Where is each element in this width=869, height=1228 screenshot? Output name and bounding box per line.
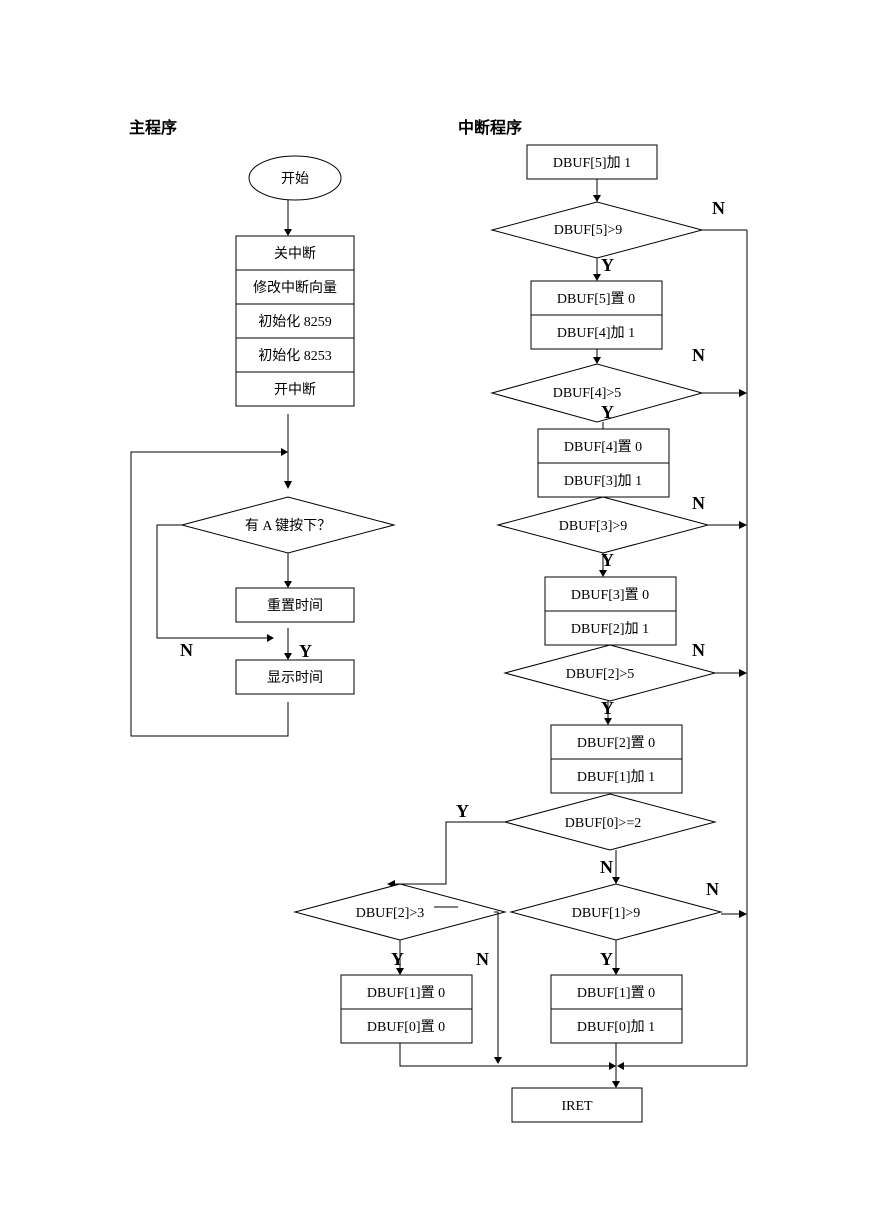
d2b-label: DBUF[2]>3 [356, 906, 425, 921]
no-label: N [692, 345, 705, 365]
d1-decision [509, 883, 723, 941]
key-pressed-decision [180, 496, 396, 554]
set2-box [550, 724, 683, 760]
yes-label: Y [299, 641, 312, 661]
arrow-head [281, 448, 288, 456]
setL1-label: DBUF[1]置 0 [367, 985, 445, 1001]
step-label: 修改中断向量 [253, 280, 337, 296]
inc2-box [544, 610, 677, 646]
setR1-label: DBUF[1]置 0 [577, 985, 655, 1001]
d5-label: DBUF[5]>9 [554, 223, 623, 238]
arrow-head [284, 581, 292, 588]
no-label: N [712, 198, 725, 218]
step-label: 开中断 [274, 382, 316, 398]
show-time-label: 显示时间 [267, 670, 323, 686]
arrow-head [739, 389, 747, 397]
set4-box [537, 428, 670, 464]
iret-box [511, 1087, 643, 1123]
yes-label: Y [391, 949, 404, 969]
d1-label: DBUF[1]>9 [572, 906, 641, 921]
arrow-head [593, 274, 601, 281]
step-box-init-8253 [235, 337, 355, 373]
yes-label: Y [456, 801, 469, 821]
d3-label: DBUF[3]>9 [559, 519, 628, 534]
no-label: N [706, 879, 719, 899]
iret-label: IRET [561, 1099, 593, 1114]
d5-decision [490, 201, 704, 259]
inc1-box [550, 758, 683, 794]
step-box-disable-int [235, 235, 355, 271]
set5-box [530, 280, 663, 316]
main-program-heading: 主程序 [129, 118, 177, 137]
arrow-head [396, 968, 404, 975]
step-label: 关中断 [274, 246, 316, 262]
setL0-label: DBUF[0]置 0 [367, 1019, 445, 1035]
arrow-head [604, 718, 612, 725]
main-program-flow: 开始 关中断 修改中断向量 初始化 8259 初始化 8253 开中断 有 A … [130, 155, 396, 737]
decision-label: 有 A 键按下？ [245, 518, 331, 534]
reset-time-label: 重置时间 [267, 598, 323, 614]
step-label: 初始化 8259 [258, 313, 332, 330]
yes-label: Y [601, 255, 614, 275]
interrupt-program-flow: DBUF[5]加 1 DBUF[5]>9 N Y DBUF[5]置 0 DBUF… [293, 144, 748, 1123]
arrow-head [739, 521, 747, 529]
step-label: 初始化 8253 [258, 347, 332, 364]
no-label: N [476, 949, 489, 969]
arrow-head [593, 357, 601, 364]
arrow-head [284, 653, 292, 660]
arrow-head [284, 229, 292, 236]
no-label: N [692, 493, 705, 513]
arrow-head [599, 570, 607, 577]
inc4-box [530, 314, 663, 350]
d2-label: DBUF[2]>5 [566, 667, 635, 682]
arrow-head [739, 669, 747, 677]
inc2-label: DBUF[2]加 1 [571, 621, 649, 637]
setR1-box [550, 974, 683, 1010]
set3-label: DBUF[3]置 0 [571, 587, 649, 603]
arrow-head [739, 910, 747, 918]
yes-label: Y [601, 402, 614, 422]
set3-box [544, 576, 677, 612]
yes-label: Y [600, 949, 613, 969]
no-label: N [600, 857, 613, 877]
arrow-head [609, 1062, 616, 1070]
start-label: 开始 [281, 171, 309, 187]
arrow-head [593, 195, 601, 202]
inc1-label: DBUF[1]加 1 [577, 769, 655, 785]
start-terminal [248, 155, 342, 201]
arrow-head [612, 968, 620, 975]
setL1-box [340, 974, 473, 1010]
incR0-box [550, 1008, 683, 1044]
d0-label: DBUF[0]>=2 [565, 816, 641, 831]
inc5-box [526, 144, 658, 180]
inc4-label: DBUF[4]加 1 [557, 325, 635, 341]
no-label: N [180, 640, 193, 660]
interrupt-program-heading: 中断程序 [458, 118, 522, 137]
arrow-head [612, 877, 620, 884]
inc3-box [537, 462, 670, 498]
arrow-head [612, 1081, 620, 1088]
set2-label: DBUF[2]置 0 [577, 735, 655, 751]
set5-label: DBUF[5]置 0 [557, 291, 635, 307]
arrow-head [617, 1062, 624, 1070]
d0-decision [503, 793, 717, 851]
arrow-head [267, 634, 274, 642]
inc3-label: DBUF[3]加 1 [564, 473, 642, 489]
reset-time-box [235, 587, 355, 623]
setL0-box [340, 1008, 473, 1044]
step-box-init-8259 [235, 303, 355, 339]
d2b-decision [293, 883, 507, 941]
arrow-head [494, 1057, 502, 1064]
arrow-head [284, 481, 292, 489]
inc5-label: DBUF[5]加 1 [553, 155, 631, 171]
incR0-label: DBUF[0]加 1 [577, 1019, 655, 1035]
step-box-enable-int [235, 371, 355, 407]
set4-label: DBUF[4]置 0 [564, 439, 642, 455]
show-time-box [235, 659, 355, 695]
no-label: N [692, 640, 705, 660]
yes-label: Y [601, 550, 614, 570]
yes-label: Y [601, 698, 614, 718]
d4-label: DBUF[4]>5 [553, 386, 622, 401]
